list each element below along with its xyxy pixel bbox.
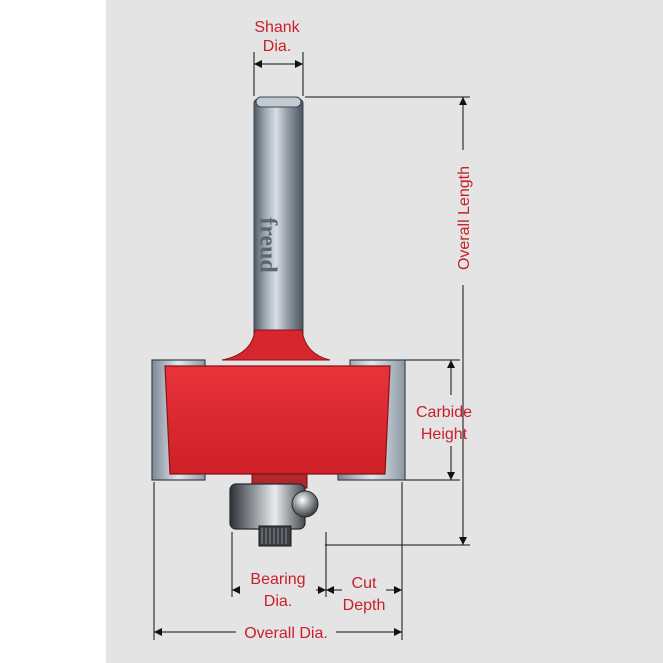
arrow xyxy=(447,472,455,480)
cutter-neck xyxy=(221,329,331,361)
shank-dia-label-line1: Shank xyxy=(254,19,300,36)
freud-logo: freud xyxy=(254,217,280,273)
dimension-arrows xyxy=(154,60,467,636)
dimension-lines xyxy=(153,52,470,640)
cut-depth-label-line2: Depth xyxy=(343,597,386,614)
bearing-nut xyxy=(258,525,292,547)
arrow xyxy=(254,60,262,68)
arrow xyxy=(459,537,467,545)
shank-chamfer xyxy=(255,96,302,108)
carbide-height-label-line2: Height xyxy=(421,426,468,443)
carbide-height-label-line1: Carbide xyxy=(416,404,472,421)
nut-threads xyxy=(261,528,287,544)
overall-length-label: Overall Length xyxy=(456,166,473,270)
bearing-dia-label-line1: Bearing xyxy=(250,571,305,588)
arrow xyxy=(154,628,162,636)
cutter-body xyxy=(164,365,391,475)
overall-dia-label: Overall Dia. xyxy=(244,625,328,642)
arrow xyxy=(447,360,455,368)
arrow xyxy=(394,586,402,594)
router-bit: freud xyxy=(151,96,406,547)
background-panel xyxy=(106,0,663,663)
shank-dia-label-line2: Dia. xyxy=(263,38,291,55)
arrow xyxy=(232,586,240,594)
arrow xyxy=(459,97,467,105)
arrow xyxy=(326,586,334,594)
arrow xyxy=(295,60,303,68)
cut-depth-label-line1: Cut xyxy=(352,575,377,592)
bearing-ball xyxy=(291,490,319,518)
arrow xyxy=(318,586,326,594)
arrow xyxy=(394,628,402,636)
bearing-dia-label-line2: Dia. xyxy=(264,593,292,610)
